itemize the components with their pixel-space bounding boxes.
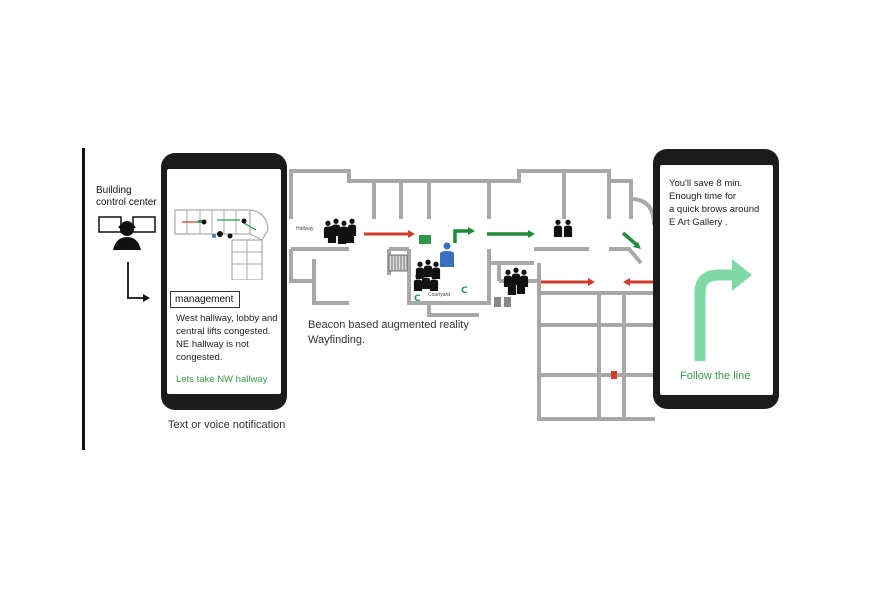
- control-center-label-line1: Building: [96, 185, 132, 196]
- route-suggestion: Lets take NW hallway: [176, 374, 268, 385]
- left-phone-screen: [167, 169, 281, 394]
- left-phone: [161, 153, 287, 410]
- time-saved-line: a quick brows around: [669, 204, 760, 215]
- congestion-message-line: NE hallway is not: [176, 339, 249, 350]
- control-center-label: Building control center: [96, 185, 157, 209]
- congestion-message-line: congested.: [176, 352, 223, 363]
- time-saved-line: Enough time for: [669, 191, 737, 202]
- connector-arrow-icon: [127, 262, 150, 302]
- left-divider: [82, 148, 85, 450]
- svg-text:C: C: [414, 294, 421, 304]
- right-phone: [653, 149, 779, 409]
- congestion-message-line: central lifts congested.: [176, 326, 271, 337]
- courtyard-map-label: Courtyard: [428, 292, 450, 298]
- congestion-message-line: West hallway, lobby and: [176, 313, 278, 324]
- control-center-label-line2: control center: [96, 197, 157, 208]
- hallway-map-label: Hallway: [296, 226, 314, 232]
- floor-plan: C C: [289, 169, 655, 421]
- operator-icon: [98, 216, 156, 250]
- turn-right-arrow-icon: [694, 259, 752, 361]
- mini-floor-map: [174, 209, 269, 280]
- beacon-caption: Beacon based augmented reality Wayfindin…: [308, 318, 469, 348]
- management-label: management: [170, 291, 240, 308]
- beacon-caption-line1: Beacon based augmented reality: [308, 319, 469, 331]
- follow-line-instruction: Follow the line: [680, 370, 751, 382]
- time-saved-line: E Art Gallery .: [669, 217, 728, 228]
- time-saved-message: You'll save 8 min. Enough time for a qui…: [669, 177, 769, 229]
- time-saved-line: You'll save 8 min.: [669, 178, 743, 189]
- beacon-caption-line2: Wayfinding.: [308, 334, 366, 346]
- congestion-message: West hallway, lobby and central lifts co…: [176, 312, 282, 364]
- notification-caption: Text or voice notification: [168, 419, 286, 431]
- svg-text:C: C: [461, 286, 468, 296]
